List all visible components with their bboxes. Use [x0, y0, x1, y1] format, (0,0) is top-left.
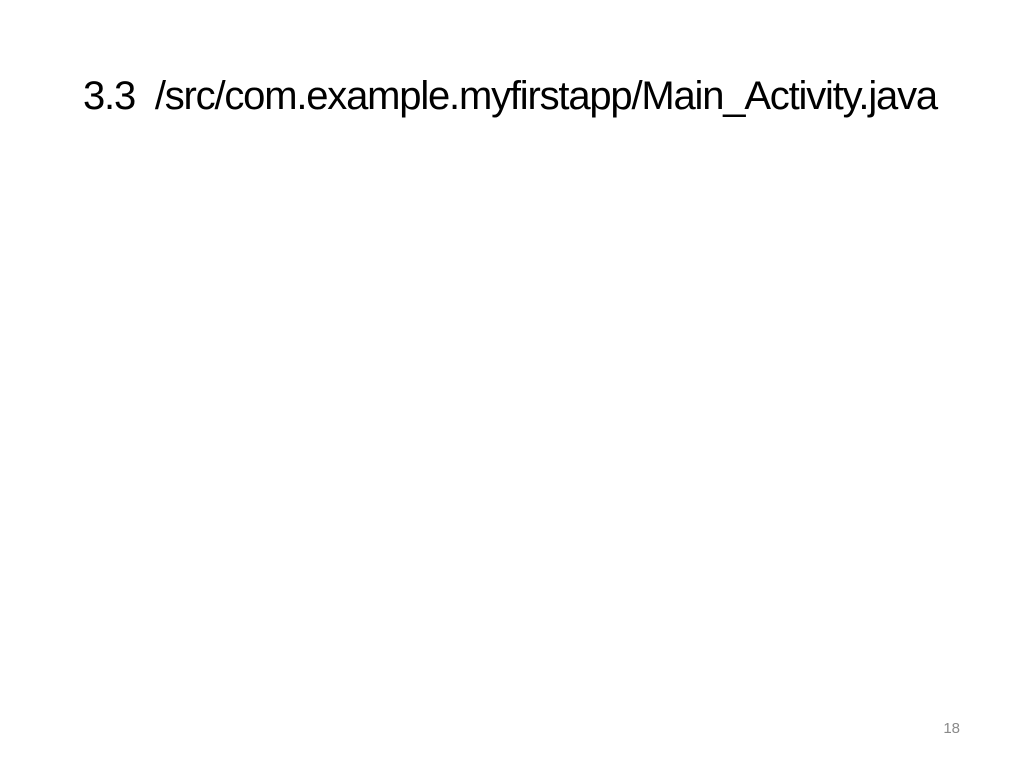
slide-page-number: 18	[943, 720, 960, 737]
slide-title: 3.3 /src/com.example.myfirstapp/Main_Act…	[83, 74, 938, 118]
